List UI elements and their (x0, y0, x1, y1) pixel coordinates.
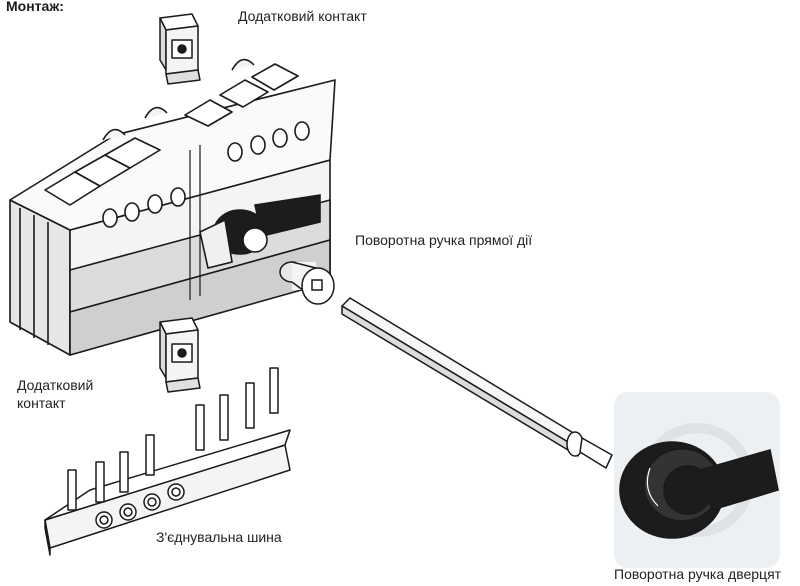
label-aux-contact-bottom-line2: контакт (17, 395, 66, 411)
direct-handle-on-body (199, 194, 321, 269)
page-title: Монтаж: (6, 0, 64, 14)
extension-shaft (341, 297, 613, 469)
door-handle (619, 441, 779, 539)
busbar (44, 367, 291, 556)
label-aux-contact-bottom-line1: Додатковий (17, 377, 94, 393)
shaft-adapter (279, 261, 335, 305)
label-door-handle: Поворотна ручка дверцят (614, 566, 782, 582)
label-direct-handle: Поворотна ручка прямої дії (355, 232, 533, 248)
label-busbar: З'єднувальна шина (156, 529, 282, 545)
aux-contact-bottom (159, 317, 201, 393)
label-aux-contact-top: Додатковий контакт (238, 8, 367, 24)
aux-contact-top (159, 13, 201, 85)
